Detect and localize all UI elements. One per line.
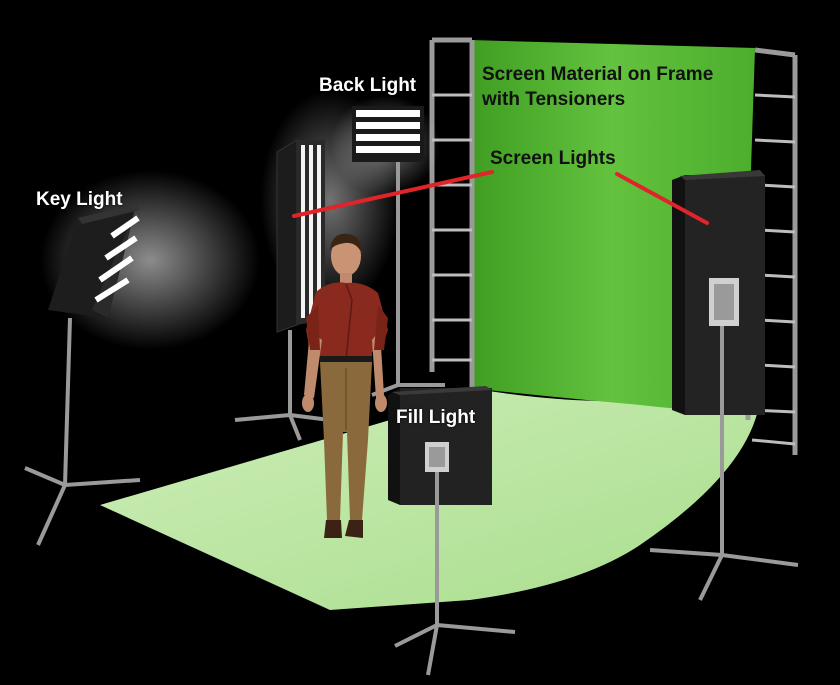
person-figure — [302, 233, 388, 538]
pointer-right-screen-light — [615, 172, 709, 225]
key-light — [24, 170, 260, 546]
pointer-left-screen-light — [292, 170, 494, 218]
screen-light-right — [649, 170, 799, 601]
screen-tensioners-left — [432, 93, 472, 362]
screen-lights-label: Screen Lights — [490, 148, 616, 169]
fill-light-label: Fill Light — [396, 407, 476, 428]
fill-light — [388, 386, 516, 676]
screen-frame-left — [429, 37, 475, 388]
screen-material-label-line1: Screen Material on Frame — [482, 64, 714, 85]
back-light-label: Back Light — [319, 75, 417, 96]
screen-lights-pointers — [292, 170, 709, 225]
screen-material-label-line2: with Tensioners — [482, 89, 626, 110]
key-light-label: Key Light — [36, 189, 123, 210]
